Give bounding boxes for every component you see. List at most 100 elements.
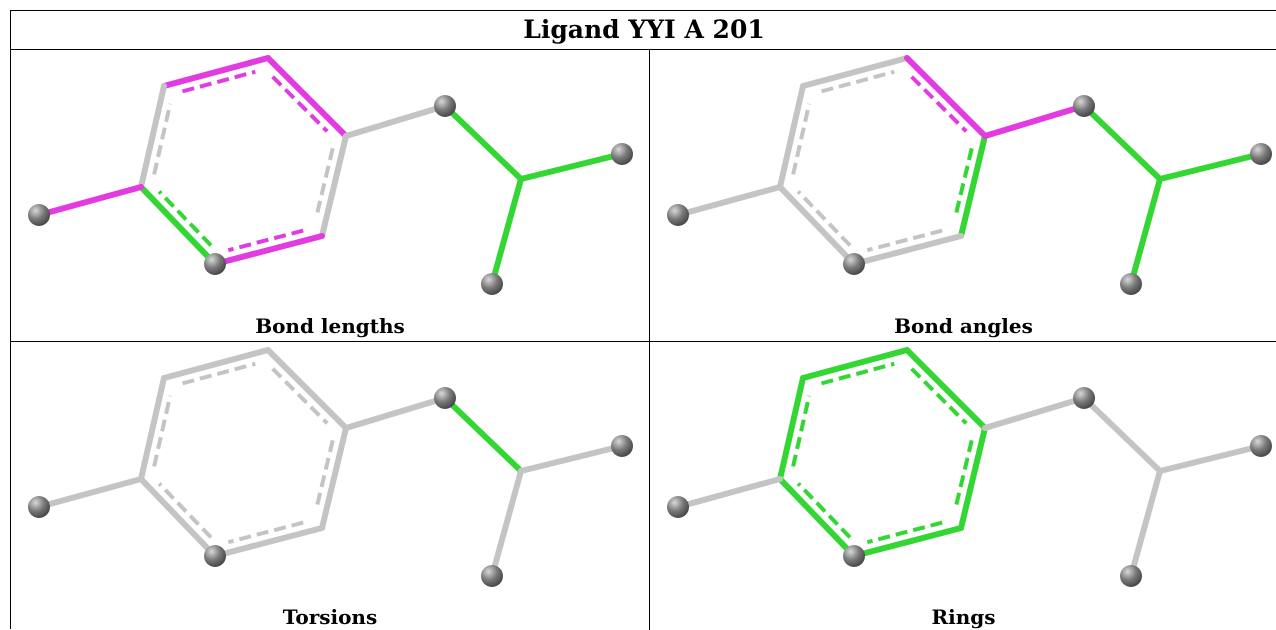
bond-r3-r4 bbox=[319, 133, 349, 239]
bond-r5-r6 bbox=[138, 184, 218, 267]
aromatic-bond-r2-r3 bbox=[271, 75, 329, 133]
column-divider bbox=[649, 50, 650, 630]
atom-o1 bbox=[611, 143, 633, 165]
bond-r3-r4 bbox=[319, 425, 349, 531]
bond-r6-cl bbox=[675, 476, 783, 510]
bond-c9-o2 bbox=[489, 468, 524, 579]
aromatic-bond-r4-r5 bbox=[866, 228, 943, 253]
bond-r6-cl bbox=[675, 184, 783, 218]
bond-r3-c8 bbox=[343, 103, 448, 139]
molecule-diagram-bond-angles bbox=[667, 55, 1272, 295]
panel-torsions: Torsions bbox=[11, 342, 649, 630]
aromatic-bond-r3-r4 bbox=[953, 147, 974, 219]
aromatic-bond-r6-r1 bbox=[791, 103, 812, 175]
bond-c9-o2 bbox=[1128, 468, 1163, 579]
bond-r6-cl bbox=[36, 476, 144, 510]
atom-o2 bbox=[1120, 273, 1142, 295]
atom-cl bbox=[28, 496, 50, 518]
atom-c8 bbox=[1073, 95, 1095, 117]
atom-o2 bbox=[1120, 565, 1142, 587]
bond-r3-c8 bbox=[982, 395, 1087, 431]
atom-o1 bbox=[611, 435, 633, 457]
bond-r3-c8 bbox=[982, 103, 1087, 139]
bond-r6-r1 bbox=[138, 375, 167, 482]
bond-r1-r2 bbox=[161, 347, 271, 381]
aromatic-bond-r6-r1 bbox=[152, 395, 173, 467]
bond-c9-o2 bbox=[1128, 176, 1163, 287]
molecule-diagram-bond-lengths bbox=[28, 55, 633, 295]
bond-r5-r6 bbox=[138, 476, 218, 559]
aromatic-bond-r1-r2 bbox=[820, 69, 895, 94]
atom-r5 bbox=[204, 545, 226, 567]
aromatic-bond-r5-r6 bbox=[796, 482, 852, 539]
atom-r5 bbox=[204, 253, 226, 275]
aromatic-bond-r4-r5 bbox=[227, 228, 304, 253]
atom-cl bbox=[667, 204, 689, 226]
atom-o1 bbox=[1250, 143, 1272, 165]
aromatic-bond-r2-r3 bbox=[910, 75, 968, 133]
bond-r6-r1 bbox=[777, 83, 806, 190]
atom-cl bbox=[667, 496, 689, 518]
bond-r6-r1 bbox=[777, 375, 806, 482]
aromatic-bond-r1-r2 bbox=[820, 361, 895, 386]
bond-c8-c9 bbox=[442, 395, 524, 474]
bond-r3-c8 bbox=[343, 395, 448, 431]
atom-o2 bbox=[481, 273, 503, 295]
aromatic-bond-r1-r2 bbox=[181, 361, 256, 386]
bond-r5-r6 bbox=[777, 184, 857, 267]
aromatic-bond-r5-r6 bbox=[157, 482, 213, 539]
bond-c9-o1 bbox=[1157, 151, 1264, 182]
panel-bond-lengths: Bond lengths bbox=[11, 50, 649, 341]
bond-r6-cl bbox=[36, 184, 144, 218]
caption-bond-angles: Bond angles bbox=[894, 314, 1033, 338]
molecule-diagram-torsions bbox=[28, 347, 633, 587]
caption-rings: Rings bbox=[931, 605, 996, 629]
aromatic-bond-r4-r5 bbox=[866, 520, 943, 545]
bond-c8-c9 bbox=[1081, 103, 1163, 182]
bond-r3-r4 bbox=[958, 425, 988, 531]
bond-r1-r2 bbox=[800, 347, 910, 381]
caption-torsions: Torsions bbox=[282, 605, 378, 629]
bond-r6-r1 bbox=[138, 83, 167, 190]
bond-c8-c9 bbox=[442, 103, 524, 182]
bond-r1-r2 bbox=[161, 55, 271, 89]
aromatic-bond-r2-r3 bbox=[271, 367, 329, 425]
bond-c9-o1 bbox=[518, 443, 625, 474]
aromatic-bond-r3-r4 bbox=[314, 147, 335, 219]
bond-r2-r3 bbox=[265, 347, 349, 431]
atom-c8 bbox=[434, 95, 456, 117]
aromatic-bond-r3-r4 bbox=[314, 439, 335, 511]
bond-r4-r5 bbox=[851, 525, 964, 559]
atom-o2 bbox=[481, 565, 503, 587]
atom-c8 bbox=[1073, 387, 1095, 409]
bond-r4-r5 bbox=[851, 233, 964, 267]
atom-cl bbox=[28, 204, 50, 226]
bond-r3-r4 bbox=[958, 133, 988, 239]
atom-o1 bbox=[1250, 435, 1272, 457]
panel-rings: Rings bbox=[650, 342, 1276, 630]
bond-r1-r2 bbox=[800, 55, 910, 89]
bond-r5-r6 bbox=[777, 476, 857, 559]
aromatic-bond-r4-r5 bbox=[227, 520, 304, 545]
aromatic-bond-r1-r2 bbox=[181, 69, 256, 94]
aromatic-bond-r6-r1 bbox=[791, 395, 812, 467]
bond-r2-r3 bbox=[265, 55, 349, 139]
table-title: Ligand YYI A 201 bbox=[11, 11, 1276, 50]
bond-r2-r3 bbox=[904, 347, 988, 431]
aromatic-bond-r6-r1 bbox=[152, 103, 173, 175]
bond-c9-o1 bbox=[1157, 443, 1264, 474]
aromatic-bond-r5-r6 bbox=[796, 190, 852, 247]
aromatic-bond-r5-r6 bbox=[157, 190, 213, 247]
aromatic-bond-r3-r4 bbox=[953, 439, 974, 511]
atom-c8 bbox=[434, 387, 456, 409]
aromatic-bond-r2-r3 bbox=[910, 367, 968, 425]
panel-bond-angles: Bond angles bbox=[650, 50, 1276, 341]
bond-c9-o1 bbox=[518, 151, 625, 182]
ligand-table: Ligand YYI A 201 Bond lengths Bond angle… bbox=[10, 10, 1276, 630]
atom-r5 bbox=[843, 253, 865, 275]
bond-c9-o2 bbox=[489, 176, 524, 287]
molecule-diagram-rings bbox=[667, 347, 1272, 587]
row-divider bbox=[11, 341, 1276, 342]
atom-r5 bbox=[843, 545, 865, 567]
bond-r4-r5 bbox=[212, 233, 325, 267]
